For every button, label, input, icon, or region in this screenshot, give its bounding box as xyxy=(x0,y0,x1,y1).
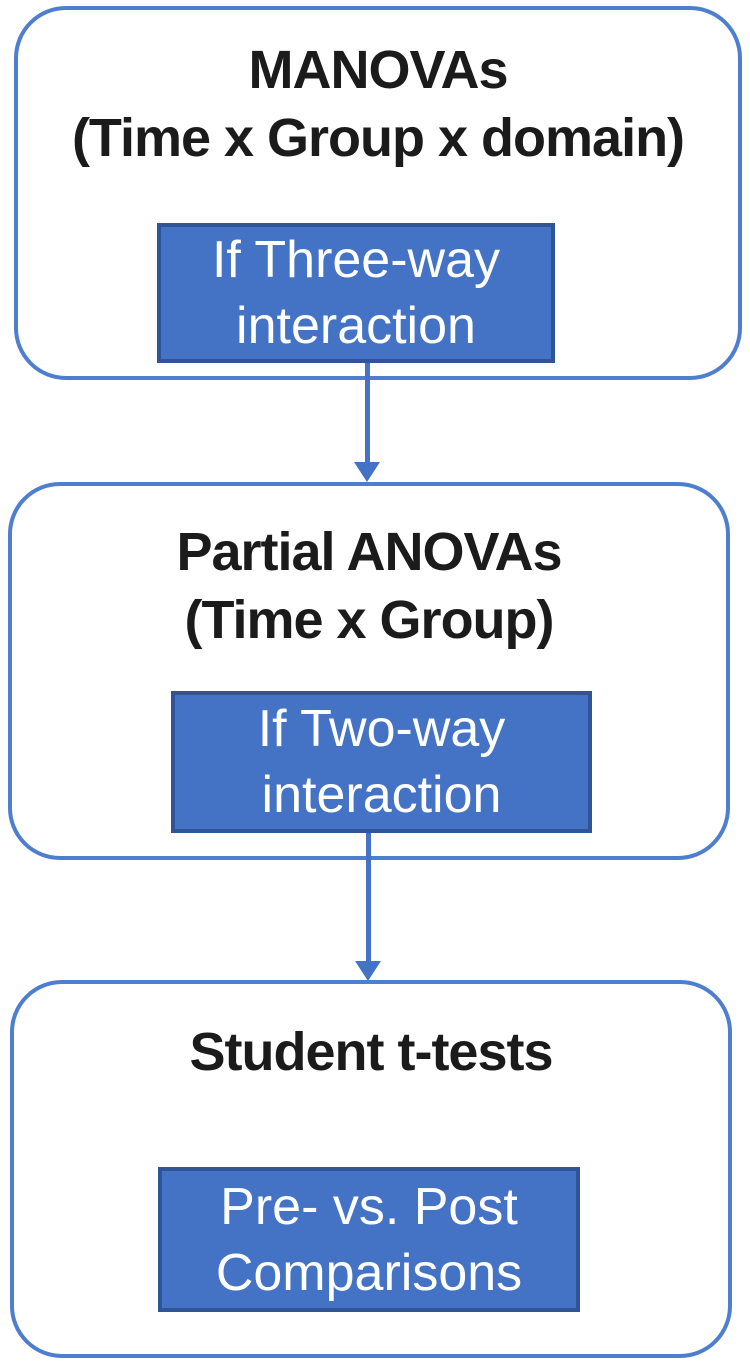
condition-label-three-way: If Three-way interaction xyxy=(157,223,555,363)
node-title-line1: Partial ANOVAs xyxy=(176,522,562,582)
flow-node-student-t-tests: Student t-tests xyxy=(10,980,732,1358)
condition-label-line2: interaction xyxy=(261,766,502,824)
condition-label-pre-post: Pre- vs. Post Comparisons xyxy=(158,1167,580,1312)
connector-line-partial-to-ttests xyxy=(366,833,371,961)
condition-label-line1: If Three-way xyxy=(211,231,501,289)
node-title-line2: (Time x Group) xyxy=(184,590,554,650)
condition-label-line1: Pre- vs. Post xyxy=(220,1177,518,1236)
node-title-manovas: MANOVAs (Time x Group x domain) xyxy=(18,36,738,172)
node-title-partial-anovas: Partial ANOVAs (Time x Group) xyxy=(12,518,726,654)
arrow-down-icon xyxy=(355,961,381,981)
condition-label-two-way: If Two-way interaction xyxy=(171,691,592,833)
connector-line-manovas-to-partial xyxy=(365,363,370,463)
node-title-line1: Student t-tests xyxy=(189,1022,554,1082)
arrow-down-icon xyxy=(354,462,380,482)
condition-label-line2: interaction xyxy=(236,297,476,355)
condition-label-line2: Comparisons xyxy=(215,1243,523,1302)
node-title-line2: (Time x Group x domain) xyxy=(71,108,685,168)
condition-label-line1: If Two-way xyxy=(257,700,506,758)
node-title-line1: MANOVAs xyxy=(248,40,508,100)
node-title-student-t-tests: Student t-tests xyxy=(14,1018,728,1086)
